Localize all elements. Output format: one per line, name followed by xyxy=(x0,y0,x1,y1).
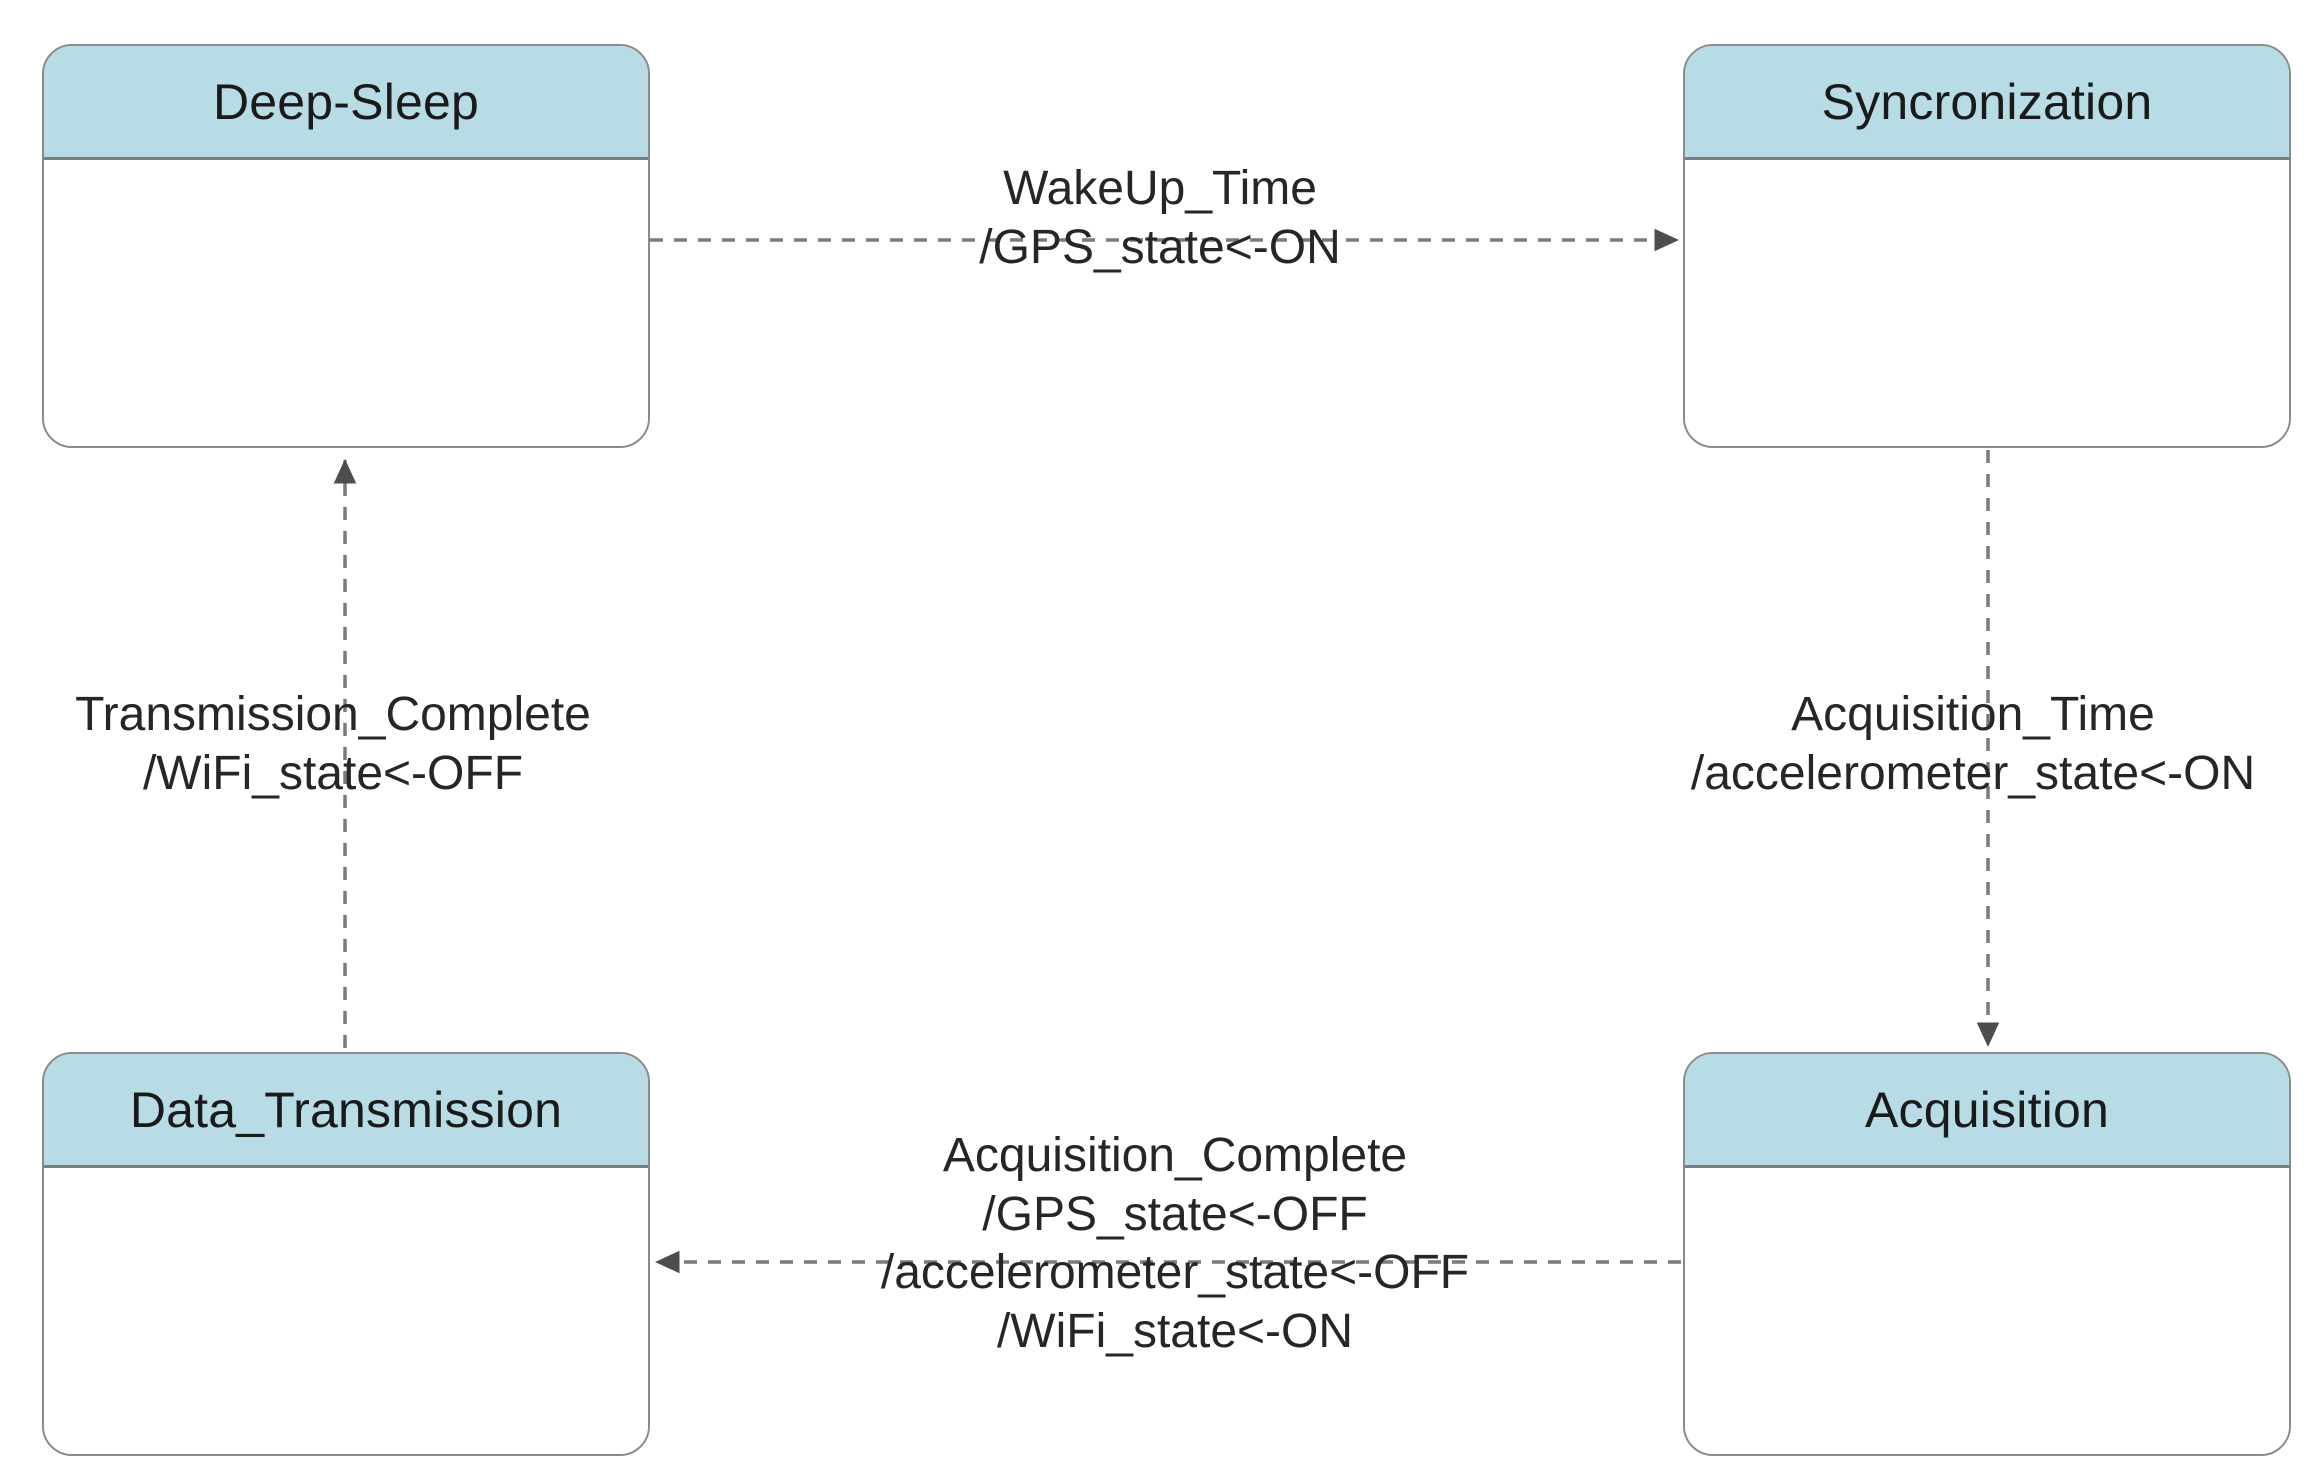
state-node-deep-sleep[interactable]: Deep-Sleep xyxy=(42,44,650,448)
state-label-deep-sleep: Deep-Sleep xyxy=(212,73,480,130)
state-node-acquisition[interactable]: Acquisition xyxy=(1683,1052,2291,1456)
state-header-acquisition: Acquisition xyxy=(1685,1054,2289,1168)
transition-label-acquisition-time-line-1: Acquisition_Time xyxy=(1791,688,2155,741)
transition-label-acquisition-time: Acquisition_Time /accelerometer_state<-O… xyxy=(1628,686,2318,803)
transition-label-transmission-complete-line-1: Transmission_Complete xyxy=(75,688,591,741)
transition-label-wakeup-time-line-2: /GPS_state<-ON xyxy=(979,220,1341,274)
transition-label-acquisition-complete: Acquisition_Complete /GPS_state<-OFF /ac… xyxy=(790,1127,1560,1361)
transition-label-wakeup-time-line-1: WakeUp_Time xyxy=(1003,162,1317,215)
transition-label-acquisition-complete-line-2: /GPS_state<-OFF xyxy=(982,1187,1368,1241)
state-label-acquisition: Acquisition xyxy=(1865,1081,2109,1138)
state-header-deep-sleep: Deep-Sleep xyxy=(44,46,648,160)
state-body-data-transmission xyxy=(44,1168,648,1454)
transition-label-acquisition-complete-line-3: /accelerometer_state<-OFF xyxy=(880,1246,1470,1300)
transition-label-acquisition-time-line-2: /accelerometer_state<-ON xyxy=(1690,746,2256,800)
transition-label-wakeup-time: WakeUp_Time /GPS_state<-ON xyxy=(880,160,1440,277)
state-header-syncronization: Syncronization xyxy=(1685,46,2289,160)
state-label-syncronization: Syncronization xyxy=(1821,73,2153,130)
transition-label-acquisition-complete-line-4: /WiFi_state<-ON xyxy=(996,1304,1354,1358)
transition-label-acquisition-complete-line-1: Acquisition_Complete xyxy=(942,1129,1408,1182)
state-node-syncronization[interactable]: Syncronization xyxy=(1683,44,2291,448)
state-label-data-transmission: Data_Transmission xyxy=(129,1081,563,1138)
state-body-deep-sleep xyxy=(44,160,648,446)
transition-label-transmission-complete-line-2: /WiFi_state<-OFF xyxy=(142,746,524,800)
state-body-acquisition xyxy=(1685,1168,2289,1454)
transition-label-transmission-complete: Transmission_Complete /WiFi_state<-OFF xyxy=(8,686,658,803)
state-header-data-transmission: Data_Transmission xyxy=(44,1054,648,1168)
state-node-data-transmission[interactable]: Data_Transmission xyxy=(42,1052,650,1456)
state-body-syncronization xyxy=(1685,160,2289,446)
